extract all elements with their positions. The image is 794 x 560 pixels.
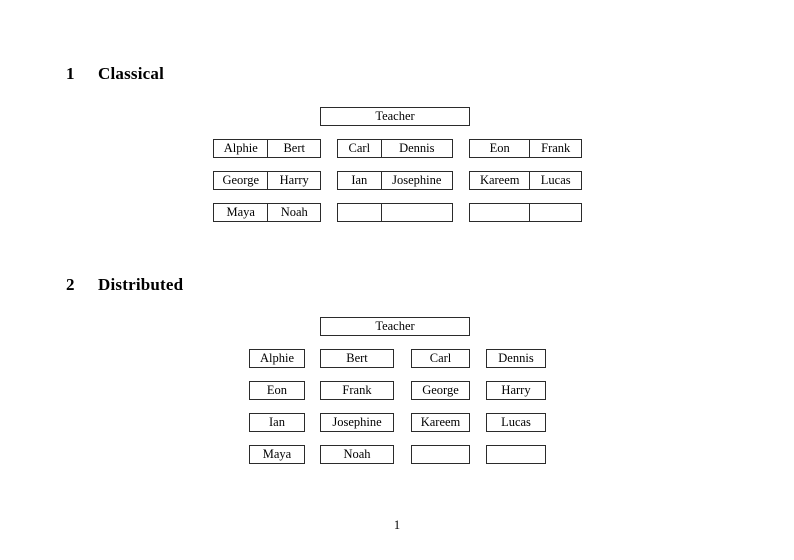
student-cell: Kareem (479, 173, 520, 187)
student-cell-empty (380, 204, 452, 221)
student-box: Dennis (486, 349, 546, 368)
student-cell: Alphie (223, 141, 258, 155)
student-box: Bert (320, 349, 394, 368)
student-box: Lucas (486, 413, 546, 432)
student-box: Ian (249, 413, 305, 432)
teacher-box-classical: Teacher (320, 107, 470, 126)
student-box-empty (411, 445, 470, 464)
student-cell: Bert (267, 140, 320, 157)
section-title: Distributed (98, 275, 184, 294)
student-pair-row: Eon Frank (469, 139, 582, 158)
student-cell: Carl (348, 141, 371, 155)
section-heading-classical: 1 Classical (66, 64, 164, 84)
student-box: Carl (411, 349, 470, 368)
student-cell: Frank (529, 140, 581, 157)
section-title: Classical (98, 64, 165, 83)
student-cell: George (222, 173, 260, 187)
student-cell: Lucas (529, 172, 581, 189)
teacher-box-distributed: Teacher (320, 317, 470, 336)
student-box: George (411, 381, 470, 400)
student-cell-empty (338, 204, 381, 221)
student-cell-empty (470, 204, 529, 221)
student-pair-row: George Harry (213, 171, 321, 190)
section-number: 2 (66, 275, 75, 294)
student-box: Harry (486, 381, 546, 400)
student-cell: Maya (226, 205, 255, 219)
student-box: Maya (249, 445, 305, 464)
student-box-empty (486, 445, 546, 464)
student-pair-row-empty (337, 203, 453, 222)
student-box: Noah (320, 445, 394, 464)
student-cell: Ian (351, 173, 368, 187)
student-cell: Harry (267, 172, 320, 189)
page-number: 1 (393, 518, 401, 532)
student-box: Kareem (411, 413, 470, 432)
student-cell: Josephine (380, 172, 452, 189)
section-heading-distributed: 2 Distributed (66, 275, 183, 295)
student-pair-row: Maya Noah (213, 203, 321, 222)
section-number: 1 (66, 64, 75, 83)
student-pair-row: Carl Dennis (337, 139, 453, 158)
student-pair-row: Alphie Bert (213, 139, 321, 158)
student-pair-row: Ian Josephine (337, 171, 453, 190)
student-box: Eon (249, 381, 305, 400)
student-cell: Eon (489, 141, 510, 155)
student-cell: Dennis (380, 140, 452, 157)
student-cell-empty (529, 204, 581, 221)
student-box: Frank (320, 381, 394, 400)
student-pair-row: Kareem Lucas (469, 171, 582, 190)
student-cell: Noah (267, 204, 320, 221)
student-pair-row-empty (469, 203, 582, 222)
student-box: Alphie (249, 349, 305, 368)
student-box: Josephine (320, 413, 394, 432)
